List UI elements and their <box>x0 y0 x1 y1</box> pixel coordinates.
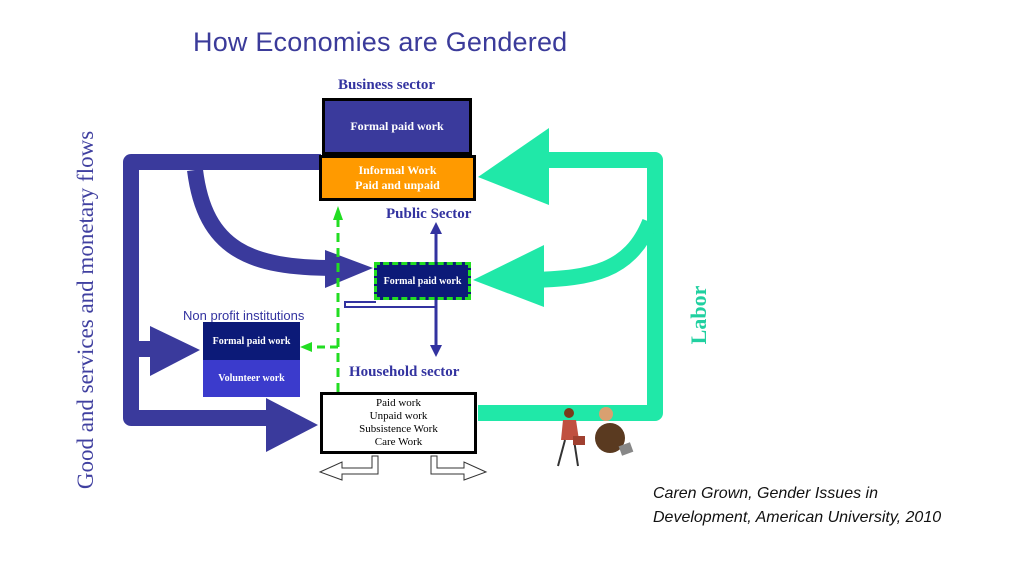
household-line-paid: Paid work <box>376 397 421 409</box>
business-man-icon <box>595 407 634 456</box>
household-sector-label: Household sector <box>349 364 460 380</box>
nonprofit-formal-work-text: Formal paid work <box>212 335 291 347</box>
business-formal-work-box: Formal paid work <box>322 98 472 155</box>
outflow-right <box>430 455 488 481</box>
business-woman-icon <box>557 408 585 467</box>
flow-band-public <box>187 168 336 276</box>
citation-line1: Caren Grown, Gender Issues in <box>653 485 878 502</box>
labor-arrow-business <box>478 128 549 205</box>
informal-work-box: Informal Work Paid and unpaid <box>319 155 476 201</box>
informal-work-line2: Paid and unpaid <box>355 178 440 192</box>
household-work-box: Paid work Unpaid work Subsistence Work C… <box>320 392 477 454</box>
household-line-care: Care Work <box>374 436 423 448</box>
arrow-to-nonprofit <box>150 326 200 376</box>
business-sector-label: Business sector <box>338 77 436 93</box>
outflow-left <box>318 455 379 481</box>
public-sector-label: Public Sector <box>386 206 472 222</box>
link-public-nonprofit <box>344 301 437 308</box>
labor-arrow-public <box>473 245 544 307</box>
household-line-unpaid: Unpaid work <box>369 410 428 422</box>
business-formal-work-text: Formal paid work <box>350 119 444 133</box>
volunteer-work-box: Volunteer work <box>203 360 300 397</box>
arrow-up-public <box>430 222 442 234</box>
labor-branch-public <box>534 218 658 288</box>
nonprofit-sector-label: Non profit institutions <box>183 308 305 323</box>
page-title: How Economies are Gendered <box>193 27 568 57</box>
informal-work-line1: Informal Work <box>358 163 437 177</box>
volunteer-work-text: Volunteer work <box>218 373 285 384</box>
nonprofit-formal-work-box: Formal paid work <box>203 322 300 360</box>
public-formal-work-text: Formal paid work <box>383 275 462 287</box>
dashed-arrow-left <box>300 342 312 352</box>
flow-band-main <box>123 154 321 426</box>
citation-line2: Development, American University, 2010 <box>653 509 942 526</box>
arrow-to-public <box>325 250 373 288</box>
arrow-to-household <box>266 398 318 452</box>
public-formal-work-box: Formal paid work <box>374 262 471 300</box>
arrow-down-household <box>430 345 442 357</box>
household-line-subsistence: Subsistence Work <box>359 423 438 435</box>
dashed-arrow-up <box>333 206 343 220</box>
citation: Caren Grown, Gender Issues in Developmen… <box>653 482 993 530</box>
